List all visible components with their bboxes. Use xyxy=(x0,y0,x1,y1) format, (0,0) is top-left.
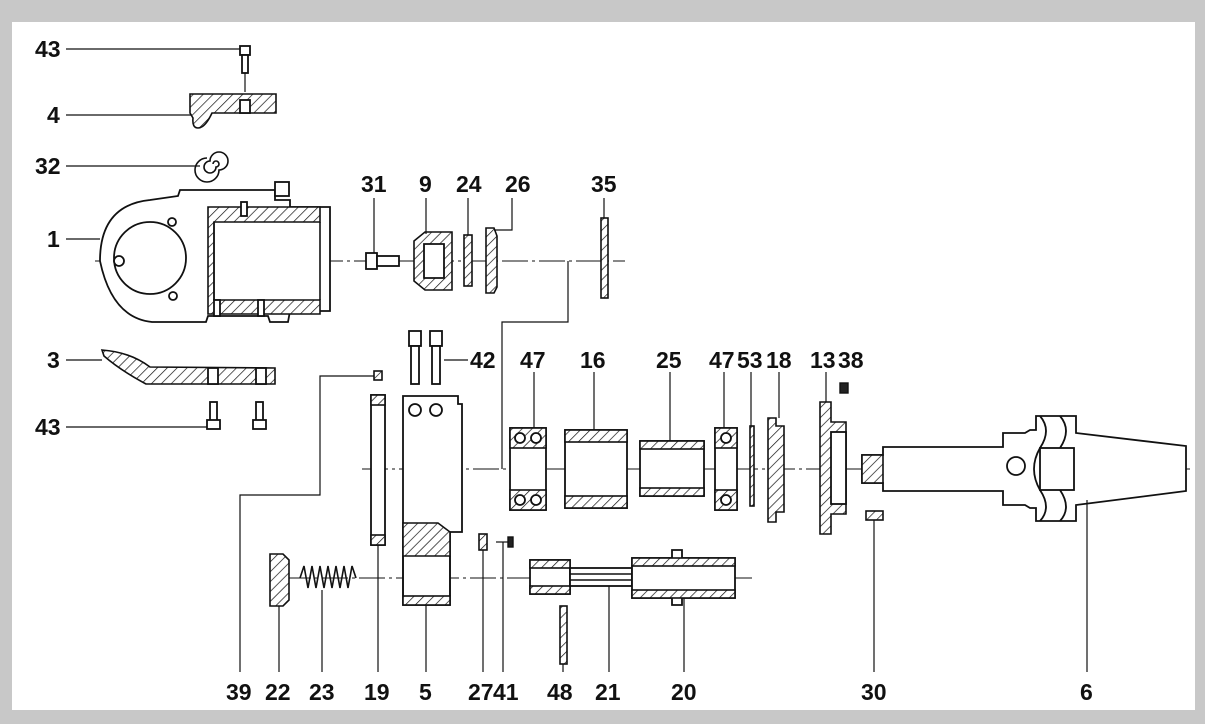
label-part-18: 18 xyxy=(766,347,792,373)
part-47-bearing-2 xyxy=(714,427,738,511)
part-4-clamp xyxy=(189,93,277,129)
part-24-washer xyxy=(463,234,473,287)
part-38-pin xyxy=(839,382,849,394)
part-5-body xyxy=(402,395,463,606)
part-19-rod xyxy=(370,394,386,546)
part-22-cap xyxy=(269,553,290,607)
part-48-pin xyxy=(559,605,568,665)
label-part-35: 35 xyxy=(591,171,617,197)
part-32-spiral-spring xyxy=(194,151,229,183)
part-13-cover xyxy=(819,401,847,535)
part-21-shaft xyxy=(529,559,633,595)
leader-lines xyxy=(66,48,1088,672)
label-part-41: 41 xyxy=(493,679,519,705)
part-25-spacer xyxy=(639,440,705,497)
part-23-spring xyxy=(299,565,357,589)
label-part-16: 16 xyxy=(580,347,606,373)
part-30-key xyxy=(865,510,884,521)
part-42-bolts xyxy=(408,330,443,385)
label-part-4: 4 xyxy=(47,102,60,128)
label-part-26: 26 xyxy=(505,171,531,197)
part-18-flange xyxy=(767,417,785,523)
label-part-19: 19 xyxy=(364,679,390,705)
label-part-30: 30 xyxy=(861,679,887,705)
label-part-47: 47 xyxy=(520,347,546,373)
part-53-shim xyxy=(749,425,755,507)
label-part-5: 5 xyxy=(419,679,432,705)
part-39-pin xyxy=(373,370,383,381)
label-part-6: 6 xyxy=(1080,679,1093,705)
part-41-small-screw xyxy=(496,536,514,548)
label-part-1: 1 xyxy=(47,226,60,252)
label-part-13: 13 xyxy=(810,347,836,373)
label-part-22: 22 xyxy=(265,679,291,705)
label-part-42: 42 xyxy=(470,347,496,373)
part-35-ring xyxy=(600,217,609,299)
part-16-sleeve xyxy=(564,429,628,509)
label-part-53: 53 xyxy=(737,347,763,373)
label-part-31: 31 xyxy=(361,171,387,197)
label-part-21: 21 xyxy=(595,679,621,705)
label-part-32: 32 xyxy=(35,153,61,179)
part-3-plate xyxy=(100,349,276,385)
label-part-23: 23 xyxy=(309,679,335,705)
part-1-housing xyxy=(99,181,331,323)
label-part-48: 48 xyxy=(547,679,573,705)
label-part-47-second: 47 xyxy=(709,347,735,373)
part-6-tool-holder xyxy=(861,415,1187,522)
part-47-bearing xyxy=(509,427,547,511)
label-part-9: 9 xyxy=(419,171,432,197)
drawing-frame xyxy=(12,22,1195,710)
label-part-38: 38 xyxy=(838,347,864,373)
part-26-cover xyxy=(485,227,498,294)
part-9-nut xyxy=(413,231,453,291)
label-part-3: 3 xyxy=(47,347,60,373)
label-part-43-bottom: 43 xyxy=(35,414,61,440)
part-43-screw-top xyxy=(239,45,251,92)
label-part-20: 20 xyxy=(671,679,697,705)
label-part-27: 27 xyxy=(468,679,494,705)
part-31-screw xyxy=(365,252,400,270)
label-part-43-top: 43 xyxy=(35,36,61,62)
axis-connector xyxy=(501,261,569,469)
part-20-sleeve xyxy=(631,549,736,606)
part-43-screws-bottom xyxy=(206,401,267,430)
label-part-24: 24 xyxy=(456,171,482,197)
label-part-39: 39 xyxy=(226,679,252,705)
label-part-25: 25 xyxy=(656,347,682,373)
part-27-small-ring xyxy=(478,533,488,551)
